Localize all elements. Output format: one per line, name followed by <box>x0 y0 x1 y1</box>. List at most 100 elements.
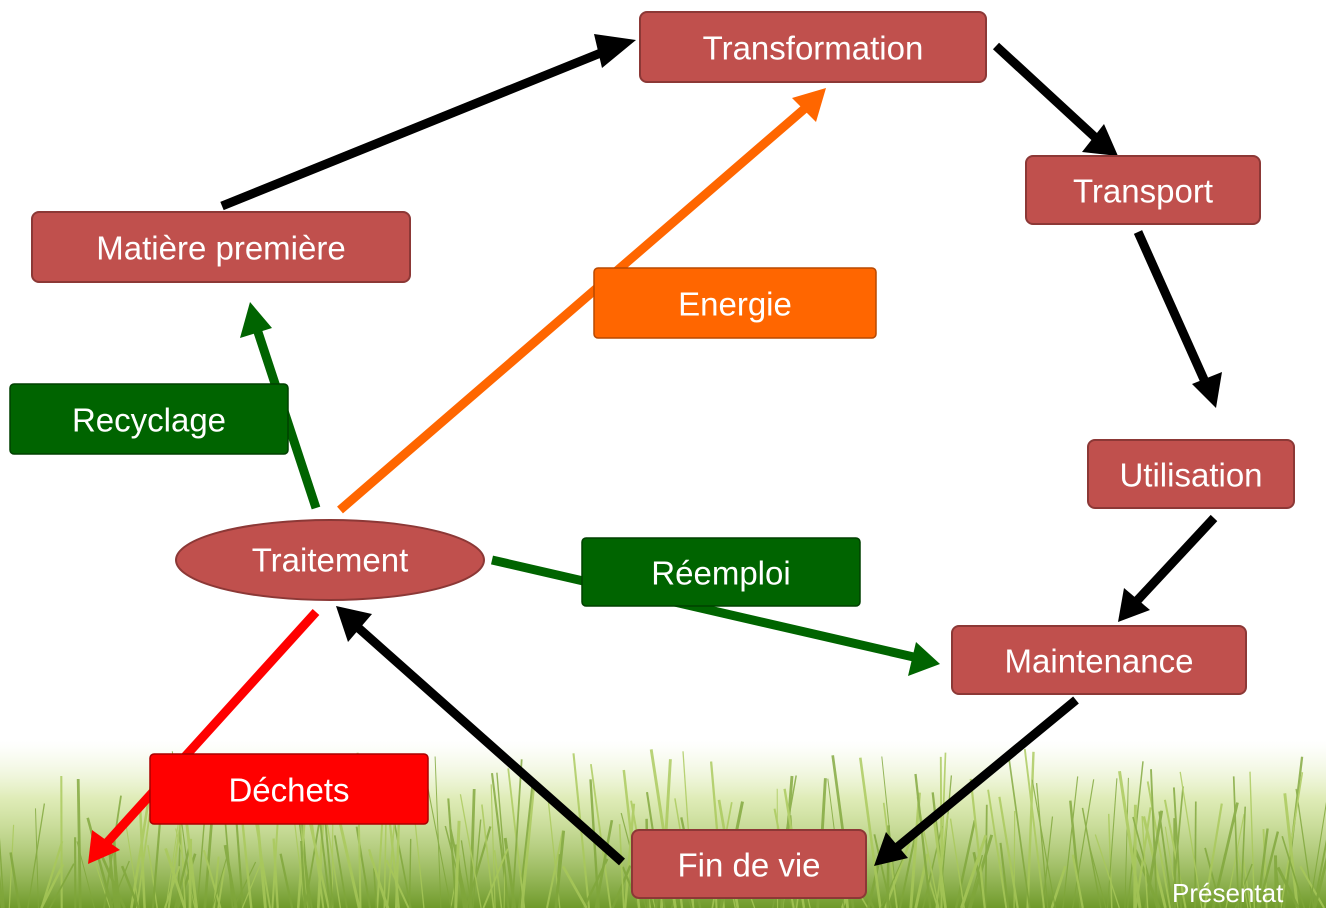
grass-blade <box>590 763 612 908</box>
grass-blade <box>1213 853 1226 908</box>
grass-blade <box>1312 839 1326 908</box>
grass-blade <box>518 777 535 908</box>
label-recyclage: Recyclage <box>9 383 289 455</box>
grass-blade <box>1141 816 1149 908</box>
grass-blade <box>546 830 564 908</box>
svg-text:Matière première: Matière première <box>96 230 345 267</box>
arrow-dechets <box>100 608 320 850</box>
grass-blade <box>1171 786 1184 908</box>
grass-blade <box>859 757 882 908</box>
footer-text: Présentat <box>1172 878 1284 908</box>
grass-blade <box>496 772 509 908</box>
svg-text:Traitement: Traitement <box>252 542 409 579</box>
grass-blade <box>35 808 39 908</box>
grass-blade <box>241 861 262 908</box>
arrow-energie <box>337 100 813 514</box>
arrow-head-traitement <box>336 606 372 642</box>
grass-blade <box>1280 772 1304 908</box>
grass-blade <box>1150 769 1158 908</box>
svg-text:Recyclage: Recyclage <box>72 402 226 439</box>
arrow-transformation-to-transport <box>992 42 1102 144</box>
svg-text:Maintenance: Maintenance <box>1005 643 1194 680</box>
grass-blade <box>27 803 46 908</box>
grass-blade <box>1031 779 1056 908</box>
grass-blade <box>969 778 986 908</box>
grass-blade <box>968 854 984 908</box>
grass-blade <box>176 853 197 908</box>
grass-blade <box>490 784 496 908</box>
grass-blade <box>623 803 636 908</box>
grass-blade <box>1081 807 1102 908</box>
grass-blade <box>561 865 588 908</box>
grass-blade <box>1013 810 1016 908</box>
grass-blade <box>1107 813 1113 908</box>
arrow-head-dechets <box>88 830 120 864</box>
grass-blade <box>368 848 389 908</box>
grass-blade <box>493 850 503 908</box>
node-matiere-premiere: Matière première <box>31 211 411 283</box>
grass-blade <box>482 848 509 908</box>
grass-blade <box>76 778 82 908</box>
grass-blade <box>1194 801 1197 908</box>
grass-blade <box>1249 771 1256 908</box>
grass-blade <box>1313 857 1326 908</box>
grass-blade <box>1023 748 1046 908</box>
arrow-matiere-to-transformation <box>220 41 620 211</box>
arrow-head-findevie <box>874 832 908 866</box>
grass-blade <box>86 817 114 908</box>
svg-text:Réemploi: Réemploi <box>651 555 790 592</box>
grass-blade <box>914 773 932 908</box>
arrow-head-transport <box>1082 124 1118 156</box>
grass-blade <box>459 794 482 908</box>
grass-blade <box>1281 835 1306 908</box>
arrow-reemploi <box>490 555 920 663</box>
grass-blade <box>139 810 146 908</box>
node-transformation: Transformation <box>639 11 987 83</box>
arrow-head-utilisation <box>1192 372 1222 408</box>
node-utilisation: Utilisation <box>1087 439 1295 509</box>
grass-blade <box>1262 828 1268 908</box>
grass-blade <box>213 856 220 908</box>
grass-blade <box>300 840 306 908</box>
grass-blade <box>76 841 95 908</box>
arrow-findevie-to-traitement <box>351 620 625 866</box>
grass-blade <box>939 756 943 908</box>
grass-blade <box>481 804 495 908</box>
grass-blade <box>1106 778 1118 908</box>
grass-blade <box>93 859 111 908</box>
grass-blade <box>174 846 191 908</box>
grass-blade <box>1026 751 1035 908</box>
grass-blade <box>333 835 348 908</box>
node-maintenance: Maintenance <box>951 625 1247 695</box>
grass-blade <box>873 834 892 908</box>
grass-blade <box>1276 866 1300 908</box>
grass-blade <box>8 824 15 908</box>
grass-blade <box>0 874 4 908</box>
grass-blade <box>1164 826 1179 908</box>
grass-blade <box>954 820 976 908</box>
grass-blade <box>1071 854 1084 908</box>
grass-blade <box>503 837 517 908</box>
svg-text:Energie: Energie <box>678 286 792 323</box>
grass-blade <box>223 844 238 908</box>
grass-blade <box>880 854 905 908</box>
grass-blade <box>1146 781 1172 908</box>
arrow-head-recyclage <box>240 302 272 338</box>
grass-blade <box>40 840 64 908</box>
grass-blade <box>202 849 222 908</box>
grass-blade <box>949 818 965 908</box>
grass-blade <box>1069 800 1082 908</box>
grass-blade <box>935 814 949 908</box>
grass-blade <box>164 847 187 908</box>
grass-blade <box>1257 831 1280 908</box>
grass-blade <box>136 813 151 908</box>
node-transport: Transport <box>1025 155 1261 225</box>
arrow-utilisation-to-maintenance <box>1130 514 1218 608</box>
grass-blade <box>1232 776 1240 908</box>
grass-blade <box>164 865 181 908</box>
grass-blade <box>1118 770 1142 908</box>
label-dechets: Déchets <box>149 753 429 825</box>
arrow-transport-to-utilisation <box>1133 230 1211 386</box>
grass-blade <box>914 853 929 908</box>
